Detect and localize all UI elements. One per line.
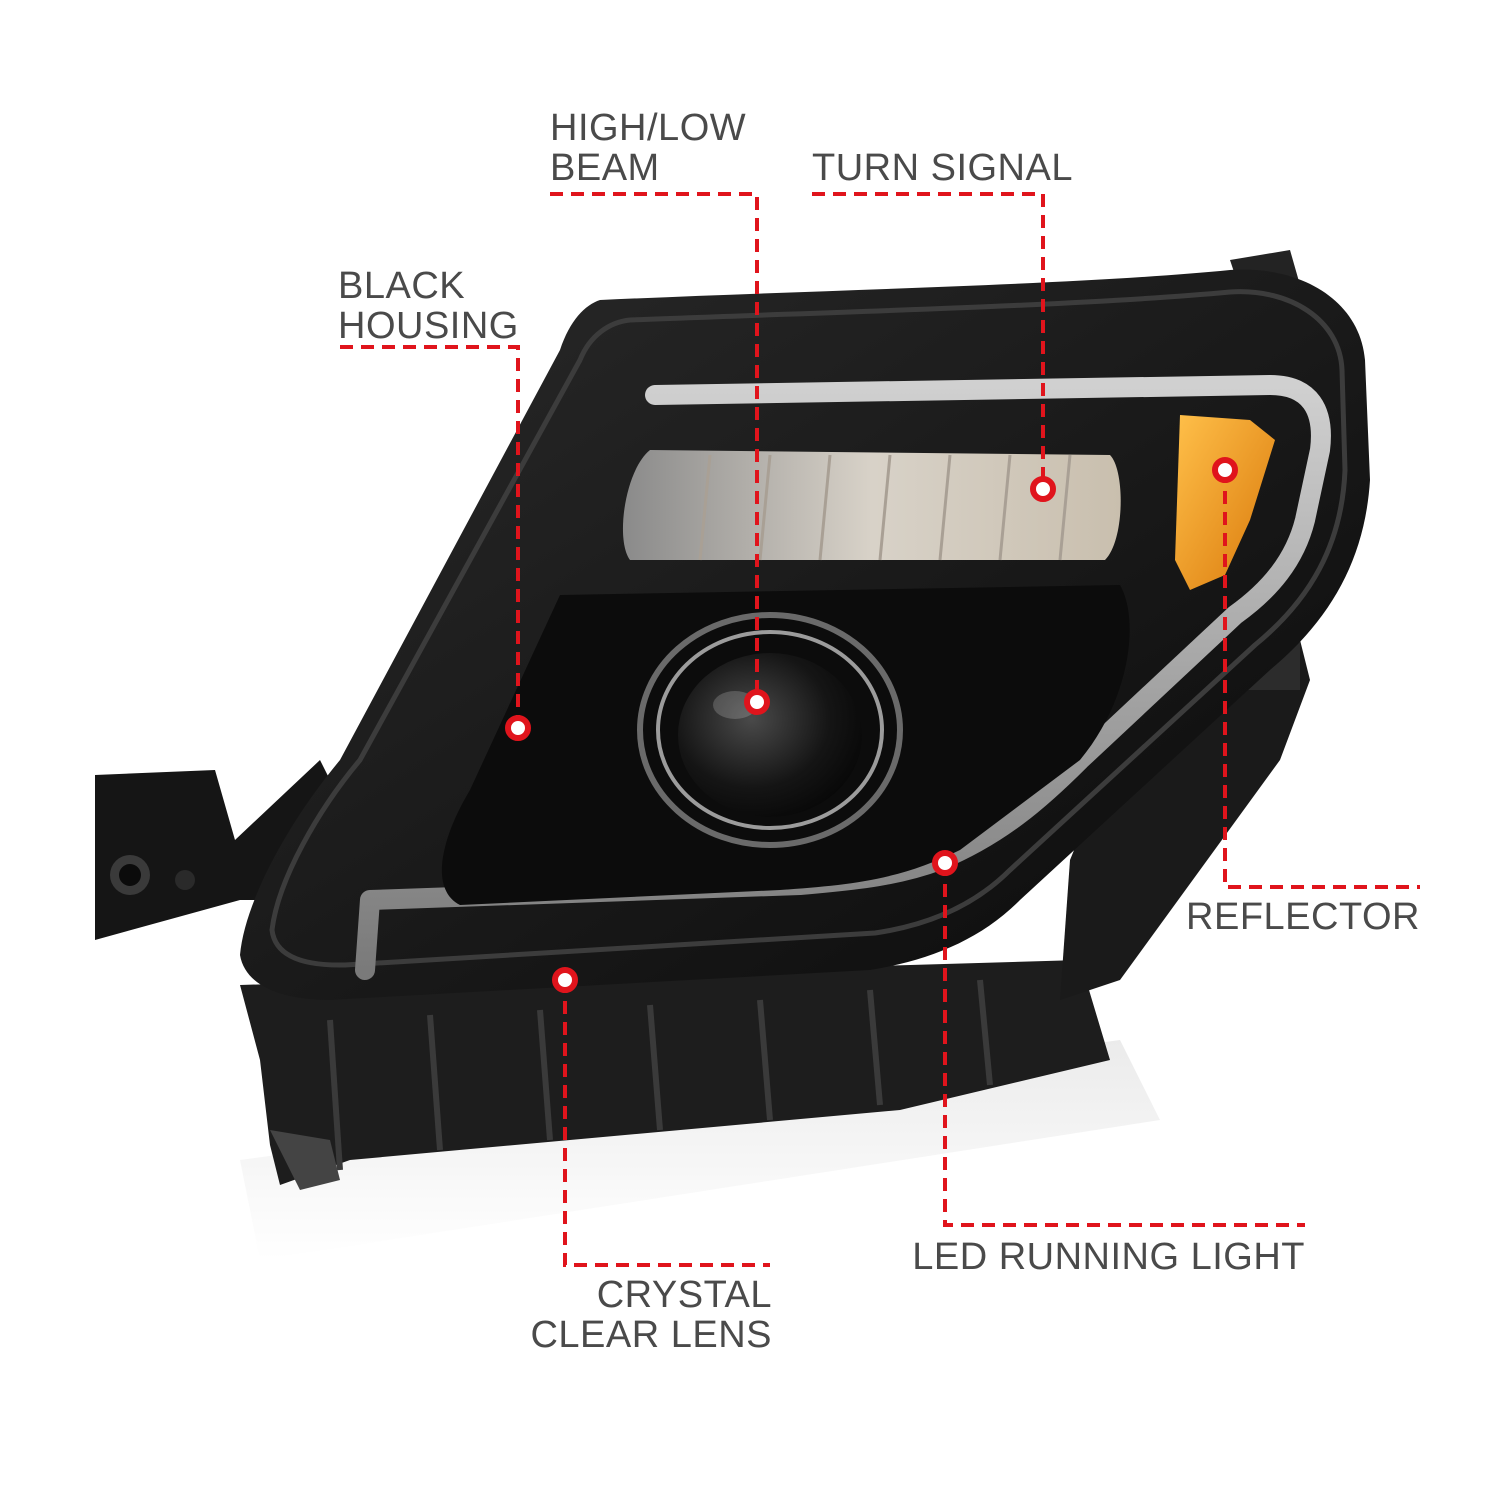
projector-ring (637, 612, 903, 848)
label-line: TURN SIGNAL (812, 147, 1073, 189)
label-line: HIGH/LOW (550, 107, 747, 149)
dot-high-low-beam (744, 689, 770, 715)
label-line: CLEAR LENS (530, 1314, 772, 1356)
label-line: CRYSTAL (596, 1274, 772, 1316)
halo-ring (656, 630, 884, 830)
leader-high-low-beam (550, 192, 759, 702)
turn-signal-ribs (698, 454, 1072, 561)
callout-leaders (340, 192, 1420, 1267)
label-turn-signal: TURN SIGNAL (812, 148, 1073, 188)
rear-housing (1060, 590, 1310, 1000)
mounting-screw (175, 870, 195, 890)
mounting-hole-inner (119, 864, 141, 886)
dot-turn-signal (1030, 476, 1056, 502)
lower-bracket-arm (270, 1130, 340, 1190)
frame-ribs (327, 979, 993, 1171)
label-line: REFLECTOR (1186, 896, 1420, 938)
label-line: HOUSING (338, 305, 519, 347)
turn-signal-strip (622, 450, 1121, 560)
label-black-housing: BLACK HOUSING (338, 266, 519, 346)
label-line: LED RUNNING LIGHT (912, 1236, 1305, 1278)
dot-crystal-clear-lens (552, 967, 578, 993)
leader-reflector (1223, 470, 1420, 889)
label-reflector: REFLECTOR (1180, 897, 1420, 937)
label-high-low-beam: HIGH/LOW BEAM (550, 108, 746, 188)
lower-frame (240, 960, 1110, 1185)
leader-crystal-clear-lens (563, 980, 770, 1267)
label-led-running-light: LED RUNNING LIGHT (905, 1237, 1305, 1277)
dot-black-housing (505, 715, 531, 741)
bezel-edge (269, 289, 1348, 968)
dot-led-running-light (932, 850, 958, 876)
callout-dots (505, 457, 1238, 993)
label-line: BLACK (338, 265, 466, 307)
leader-black-housing (340, 345, 520, 728)
dot-reflector (1212, 457, 1238, 483)
projector-lens (678, 653, 862, 817)
label-crystal-clear-lens: CRYSTAL CLEAR LENS (520, 1275, 772, 1355)
label-line: BEAM (550, 147, 660, 189)
leader-led-running-light (943, 863, 1305, 1227)
leader-turn-signal (812, 192, 1045, 489)
